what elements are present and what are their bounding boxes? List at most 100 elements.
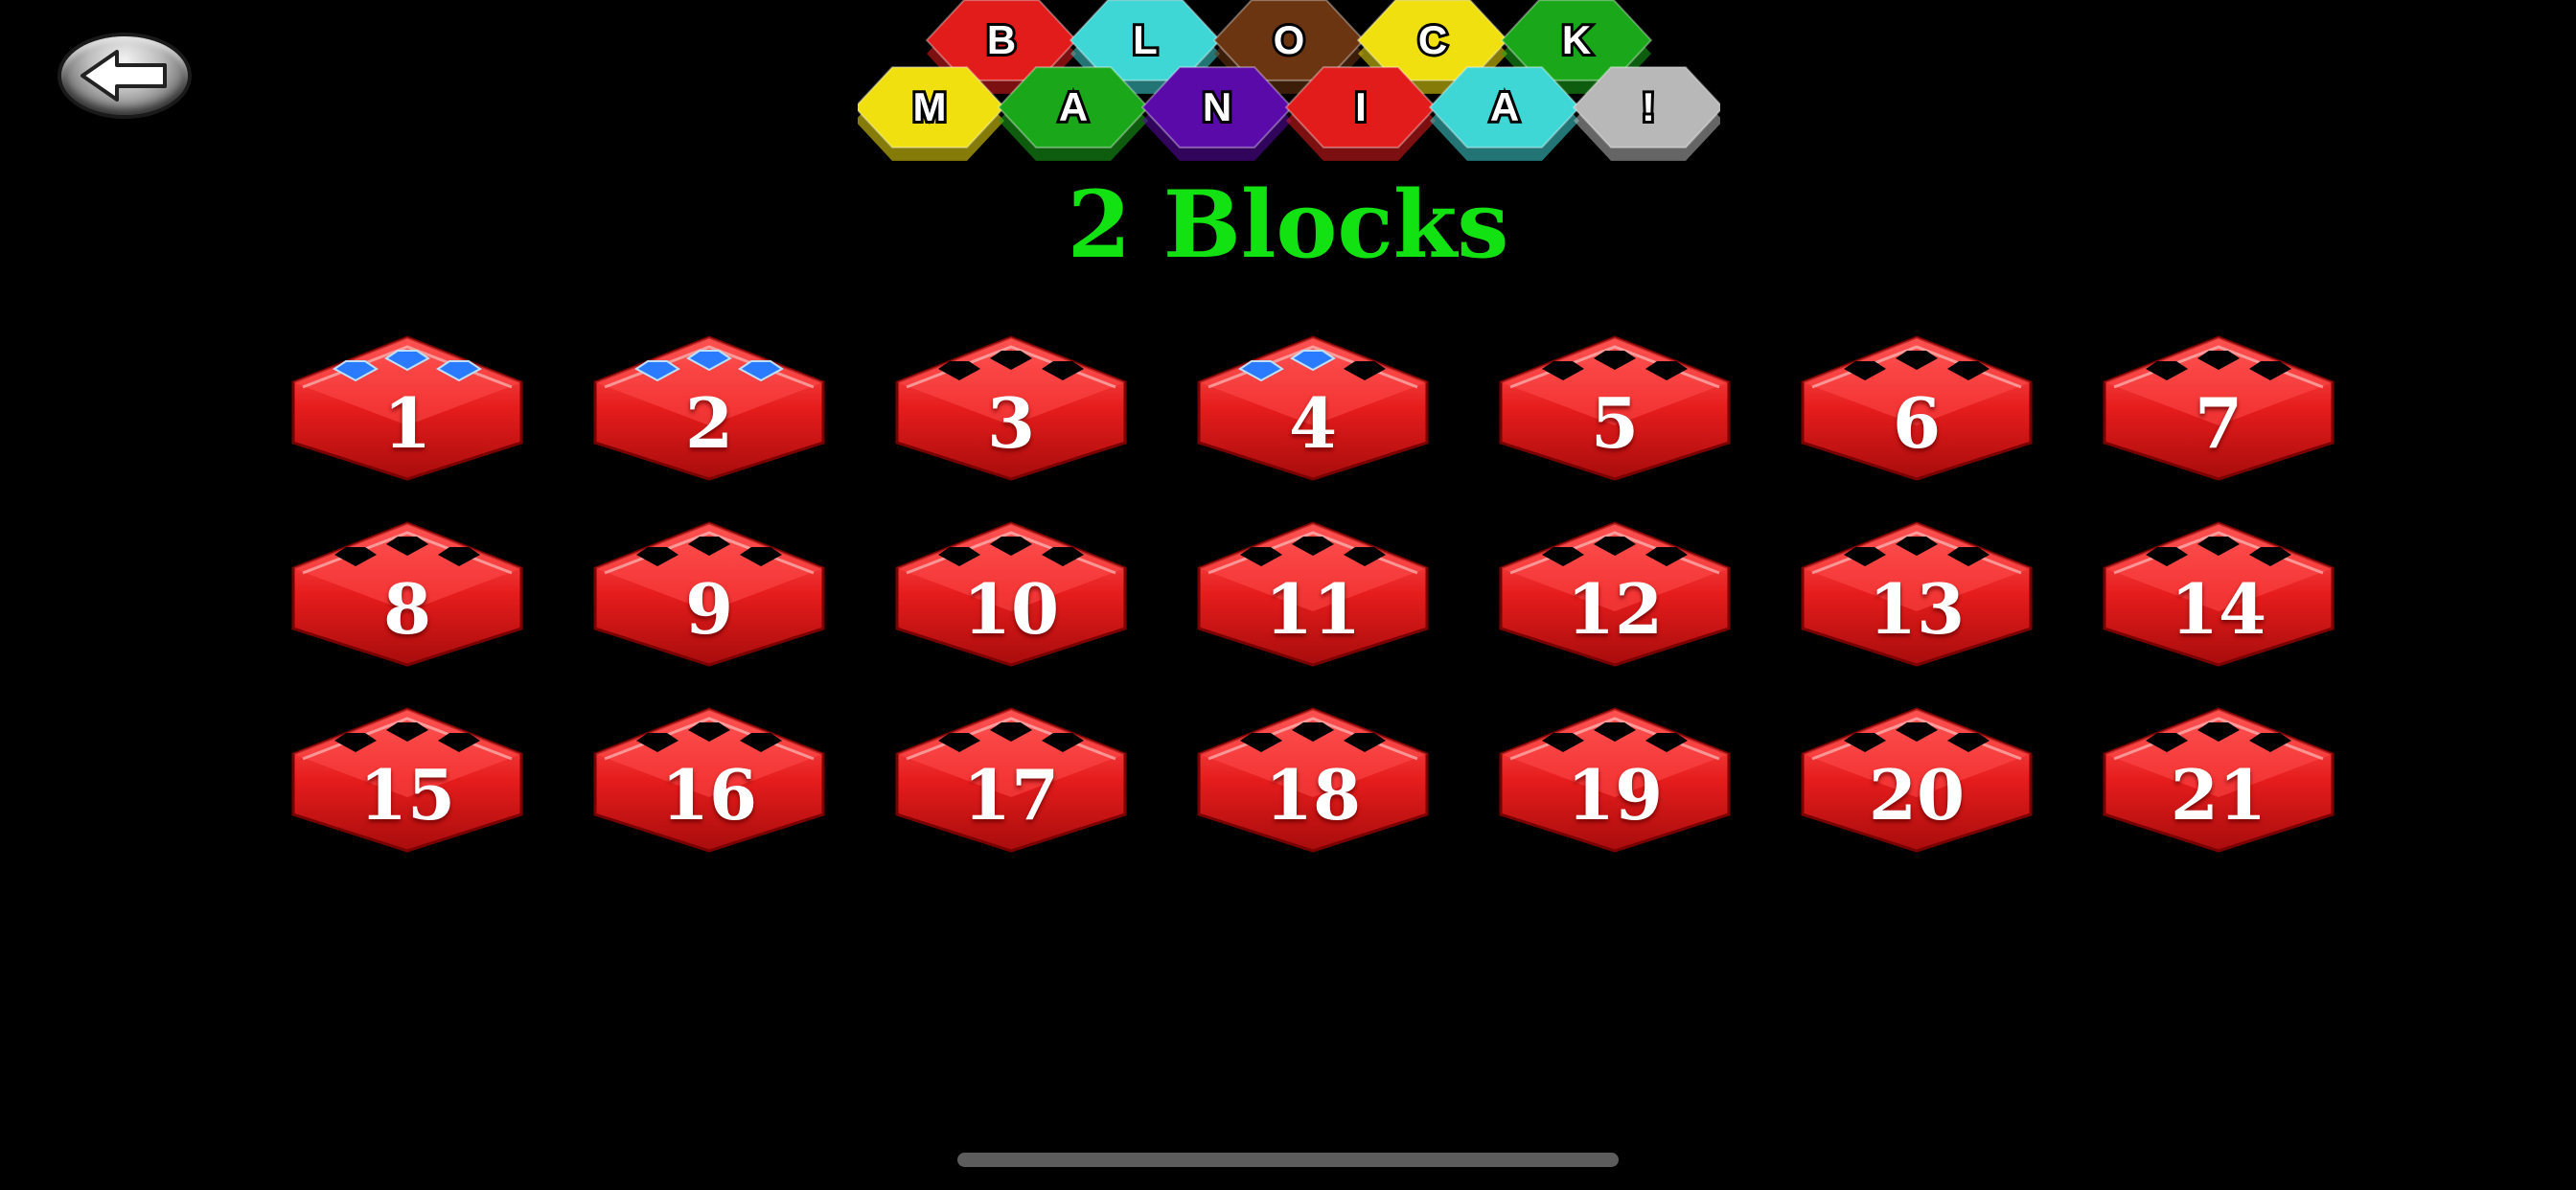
level-button[interactable]: 14 — [2095, 515, 2342, 669]
empty-gem-slot — [1645, 361, 1688, 380]
level-block — [1801, 707, 2033, 853]
empty-gem-slot — [1292, 537, 1334, 556]
logo-letter: A — [1490, 84, 1519, 129]
level-button[interactable]: 18 — [1189, 701, 1437, 855]
empty-gem-slot — [1896, 722, 1938, 742]
level-number: 16 — [660, 754, 758, 835]
empty-gem-slot — [688, 537, 730, 556]
empty-gem-slot — [1542, 733, 1584, 752]
level-button[interactable]: 2 — [586, 330, 833, 483]
empty-gem-slot — [1947, 547, 1990, 566]
empty-gem-slot — [386, 537, 428, 556]
level-number: 21 — [2170, 754, 2267, 835]
level-block — [895, 521, 1127, 667]
gem-slots — [1238, 350, 1386, 382]
gem-slots — [1542, 722, 1688, 752]
empty-gem-slot — [1896, 351, 1938, 370]
level-button[interactable]: 9 — [586, 515, 833, 669]
gem-slots — [334, 722, 480, 752]
gem-slots — [333, 350, 482, 382]
logo-letter-tile: ! — [1572, 66, 1720, 161]
empty-gem-slot — [1896, 537, 1938, 556]
level-button[interactable]: 17 — [887, 701, 1135, 855]
gem-slots — [1542, 537, 1688, 566]
level-button[interactable]: 12 — [1491, 515, 1738, 669]
empty-gem-slot — [1344, 547, 1386, 566]
gem-slots — [1240, 722, 1386, 752]
level-button[interactable]: 3 — [887, 330, 1135, 483]
level-button[interactable]: 7 — [2095, 330, 2342, 483]
empty-gem-slot — [636, 733, 678, 752]
logo-letter: O — [1274, 17, 1305, 62]
gem-slots — [1240, 537, 1386, 566]
level-number: 6 — [1892, 382, 1942, 464]
empty-gem-slot — [2197, 351, 2240, 370]
empty-gem-slot — [1344, 361, 1386, 380]
level-number: 9 — [684, 568, 734, 650]
level-number: 19 — [1566, 754, 1664, 835]
gem-icon — [333, 360, 379, 382]
level-button[interactable]: 13 — [1793, 515, 2040, 669]
level-button[interactable]: 4 — [1189, 330, 1437, 483]
level-block — [593, 521, 825, 667]
level-button[interactable]: 19 — [1491, 701, 1738, 855]
level-number: 17 — [962, 754, 1060, 835]
level-block — [291, 335, 523, 481]
level-block — [2103, 335, 2334, 481]
level-button[interactable]: 6 — [1793, 330, 2040, 483]
back-arrow-icon — [80, 50, 167, 102]
logo-letter-tile: M — [858, 66, 1006, 161]
level-number: 13 — [1868, 568, 1966, 650]
level-block — [593, 335, 825, 481]
level-number: 2 — [684, 382, 734, 464]
empty-gem-slot — [1042, 733, 1084, 752]
empty-gem-slot — [1844, 547, 1886, 566]
level-number: 1 — [382, 382, 432, 464]
gem-slots — [634, 350, 784, 382]
level-button[interactable]: 20 — [1793, 701, 2040, 855]
logo-letter-tile: N — [1140, 66, 1294, 161]
empty-gem-slot — [1042, 547, 1084, 566]
level-number: 3 — [986, 382, 1036, 464]
empty-gem-slot — [990, 351, 1032, 370]
empty-gem-slot — [1947, 361, 1990, 380]
level-button[interactable]: 11 — [1189, 515, 1437, 669]
level-block — [593, 707, 825, 853]
back-button[interactable] — [61, 36, 188, 115]
logo-letter: B — [987, 17, 1016, 62]
empty-gem-slot — [1645, 733, 1688, 752]
empty-gem-slot — [386, 722, 428, 742]
gem-slots — [636, 537, 782, 566]
empty-gem-slot — [1594, 351, 1636, 370]
level-button[interactable]: 21 — [2095, 701, 2342, 855]
level-block — [1801, 521, 2033, 667]
gem-slots — [938, 722, 1084, 752]
level-block — [1499, 335, 1731, 481]
level-button[interactable]: 1 — [284, 330, 531, 483]
empty-gem-slot — [938, 733, 980, 752]
level-button[interactable]: 5 — [1491, 330, 1738, 483]
gem-slots — [938, 351, 1084, 380]
level-button[interactable]: 10 — [887, 515, 1135, 669]
level-block — [895, 707, 1127, 853]
gem-slots — [2146, 722, 2291, 752]
empty-gem-slot — [1542, 361, 1584, 380]
empty-gem-slot — [636, 547, 678, 566]
empty-gem-slot — [2249, 361, 2291, 380]
level-button[interactable]: 15 — [284, 701, 531, 855]
empty-gem-slot — [2146, 361, 2188, 380]
empty-gem-slot — [990, 722, 1032, 742]
level-block — [1801, 335, 2033, 481]
level-number: 18 — [1264, 754, 1362, 835]
level-block — [895, 335, 1127, 481]
gem-slots — [2146, 351, 2291, 380]
home-indicator[interactable] — [957, 1153, 1619, 1167]
empty-gem-slot — [1594, 722, 1636, 742]
level-number: 10 — [962, 568, 1060, 650]
logo-letter: C — [1418, 17, 1447, 62]
level-button[interactable]: 8 — [284, 515, 531, 669]
level-button[interactable]: 16 — [586, 701, 833, 855]
logo-letter: N — [1203, 84, 1231, 129]
empty-gem-slot — [990, 537, 1032, 556]
